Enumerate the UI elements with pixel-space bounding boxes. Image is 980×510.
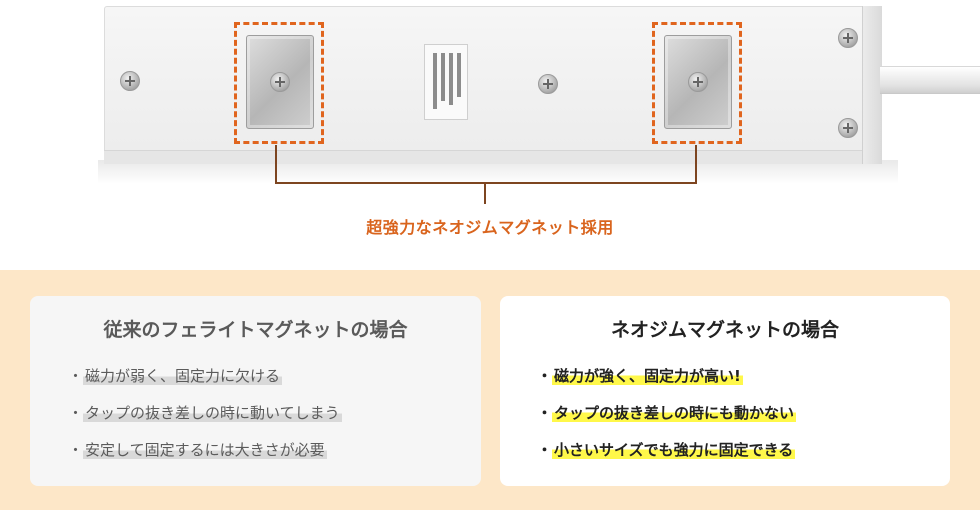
screw-icon	[120, 71, 140, 91]
power-strip-shadow	[98, 160, 898, 184]
bracket-horizontal	[275, 182, 697, 184]
bullet: ・	[537, 404, 553, 422]
neodymium-card-title: ネオジムマグネットの場合	[610, 319, 839, 341]
neodymium-magnet-right	[664, 35, 732, 129]
list-item-text: タップの抜き差しの時にも動かない	[552, 404, 797, 422]
screw-icon	[838, 28, 858, 48]
magnet-highlight-left	[234, 22, 324, 144]
list-item: ・小さいサイズでも強力に固定できる	[537, 438, 796, 475]
magnet-highlight-right	[652, 22, 742, 144]
magnet-caption: 超強力なネオジムマグネット採用	[366, 218, 614, 237]
list-item: ・磁力が強く、固定力が高い!	[537, 364, 796, 401]
list-item: ・タップの抜き差しの時に動いてしまう	[68, 401, 342, 438]
ferrite-card-title: 従来のフェライトマグネットの場合	[103, 319, 408, 341]
power-cord	[880, 66, 980, 94]
screw-icon	[838, 118, 858, 138]
list-item-text: 磁力が弱く、固定力に欠ける	[83, 367, 283, 385]
list-item-text: 小さいサイズでも強力に固定できる	[552, 441, 796, 459]
list-item-text: タップの抜き差しの時に動いてしまう	[83, 404, 342, 422]
power-strip-lip	[104, 150, 882, 164]
list-item-text: 磁力が強く、固定力が高い!	[552, 367, 743, 385]
list-item-text: 安定して固定するには大きさが必要	[83, 441, 327, 459]
ferrite-magnet-card: 従来のフェライトマグネットの場合 ・磁力が弱く、固定力に欠ける ・タップの抜き差…	[30, 296, 481, 486]
list-item: ・安定して固定するには大きさが必要	[68, 438, 342, 475]
product-label-sticker	[424, 44, 468, 120]
power-strip-end	[862, 6, 882, 164]
bracket-center-stem	[484, 182, 486, 204]
bullet: ・	[68, 441, 84, 459]
bullet: ・	[68, 404, 84, 422]
screw-icon	[270, 72, 290, 92]
screw-icon	[688, 72, 708, 92]
list-item: ・磁力が弱く、固定力に欠ける	[68, 364, 342, 401]
bullet: ・	[68, 367, 84, 385]
power-strip-back	[104, 6, 882, 164]
bracket-left-vertical	[275, 145, 277, 184]
screw-icon	[538, 74, 558, 94]
bullet: ・	[537, 367, 553, 385]
bracket-right-vertical	[695, 145, 697, 184]
neodymium-magnet-left	[246, 35, 314, 129]
neodymium-feature-list: ・磁力が強く、固定力が高い! ・タップの抜き差しの時にも動かない ・小さいサイズ…	[537, 364, 797, 475]
neodymium-magnet-card: ネオジムマグネットの場合 ・磁力が強く、固定力が高い! ・タップの抜き差しの時に…	[500, 296, 950, 486]
ferrite-feature-list: ・磁力が弱く、固定力に欠ける ・タップの抜き差しの時に動いてしまう ・安定して固…	[68, 364, 342, 475]
bullet: ・	[537, 441, 553, 459]
list-item: ・タップの抜き差しの時にも動かない	[537, 401, 797, 438]
